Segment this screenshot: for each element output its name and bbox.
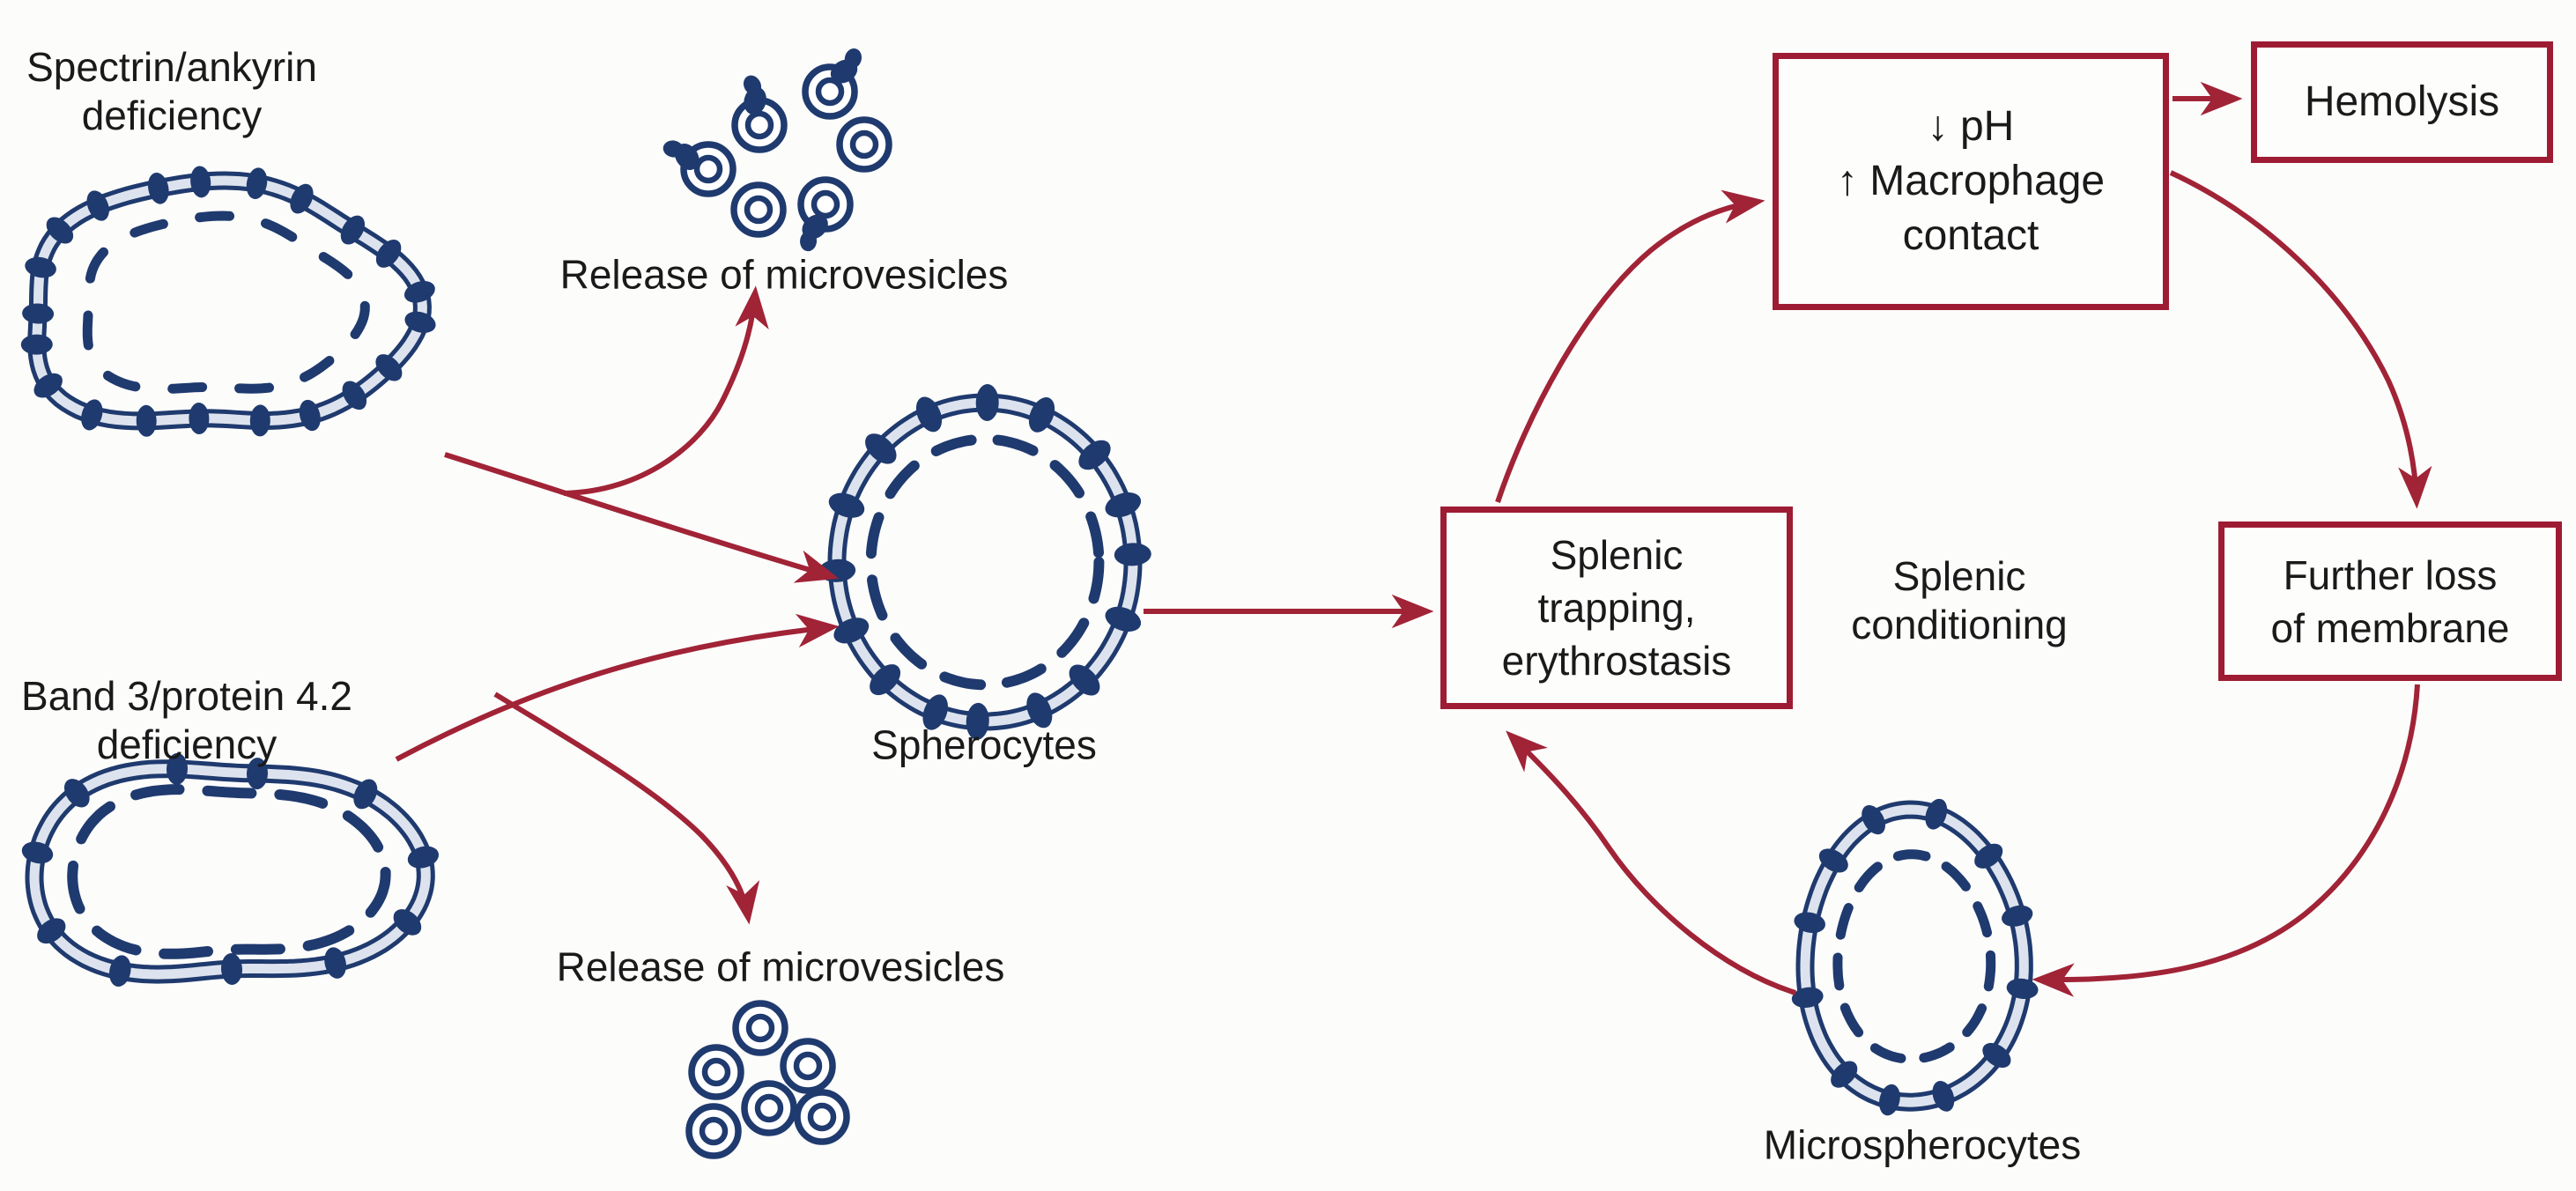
- microvesicle-icon: [797, 176, 854, 252]
- box-line: of membrane: [2270, 604, 2510, 651]
- box-line: Hemolysis: [2304, 78, 2500, 125]
- microvesicle-icon: [663, 140, 737, 197]
- microvesicle-icon: [741, 1080, 797, 1136]
- microvesicle-cluster-top: [663, 48, 892, 252]
- microvesicle-icon: [802, 48, 862, 120]
- microvesicle-icon: [688, 1044, 744, 1100]
- label-band3-protein42-deficiency: Band 3/protein 4.2 deficiency: [21, 672, 352, 769]
- label-spectrin-ankyrin-deficiency: Spectrin/ankyrin deficiency: [26, 43, 317, 140]
- arrow-microspherocytes-to-splenic-trapping: [1506, 730, 1796, 995]
- label-line: Spectrin/ankyrin: [26, 44, 317, 90]
- band3-cell-figure: [21, 752, 440, 988]
- box-splenic-trapping-erythrostasis: Splenic trapping, erythrostasis: [1440, 507, 1793, 709]
- microvesicle-icon: [836, 116, 892, 173]
- label-line: deficiency: [81, 92, 263, 138]
- box-line: erythrostasis: [1501, 638, 1732, 684]
- microvesicle-icon: [730, 181, 787, 238]
- label-line: Band 3/protein 4.2: [21, 673, 352, 719]
- spherocyte-figure: [818, 384, 1151, 740]
- arrow-splenic-trapping-to-ph: [1495, 189, 1765, 503]
- label-spherocytes: Spherocytes: [871, 721, 1097, 768]
- arrow-band3-to-spherocyte: [395, 613, 840, 762]
- arrow-release-bottom: [493, 692, 760, 925]
- spectrin-cell-figure: [20, 166, 436, 437]
- microvesicle-icon: [731, 75, 788, 153]
- label-line: Splenic: [1892, 553, 2026, 599]
- label-release-of-microvesicles-top: Release of microvesicles: [559, 251, 1009, 298]
- box-further-loss-of-membrane: Further loss of membrane: [2218, 522, 2562, 681]
- microvesicle-icon: [685, 1103, 742, 1159]
- label-release-of-microvesicles-bottom: Release of microvesicles: [556, 943, 1005, 990]
- box-line: ↑ Macrophage: [1836, 158, 2106, 204]
- label-microspherocytes: Microspherocytes: [1763, 1121, 2082, 1168]
- label-splenic-conditioning: Splenic conditioning: [1851, 552, 2068, 649]
- microvesicle-icon: [780, 1038, 836, 1094]
- box-line: ↓ pH: [1927, 103, 2015, 150]
- microvesicle-icon: [794, 1089, 850, 1145]
- arrow-further-loss-to-microspherocytes: [2032, 684, 2420, 997]
- arrow-spectrin-to-spherocyte: [444, 452, 840, 583]
- box-hemolysis: Hemolysis: [2251, 41, 2553, 163]
- microspherocyte-figure: [1791, 798, 2039, 1116]
- arrow-ph-to-further-loss: [2169, 170, 2432, 509]
- microvesicle-icon: [732, 1000, 788, 1056]
- microvesicle-cluster-bottom: [685, 1000, 850, 1159]
- box-line: Splenic: [1550, 532, 1684, 578]
- label-line: deficiency: [96, 721, 278, 767]
- box-line: Further loss: [2283, 551, 2498, 598]
- box-line: trapping,: [1537, 585, 1696, 631]
- box-line: contact: [1902, 212, 2039, 259]
- box-ph-macrophage-contact: ↓ pH ↑ Macrophage contact: [1773, 53, 2169, 310]
- label-line: conditioning: [1851, 602, 2068, 647]
- arrow-release-top: [563, 285, 769, 496]
